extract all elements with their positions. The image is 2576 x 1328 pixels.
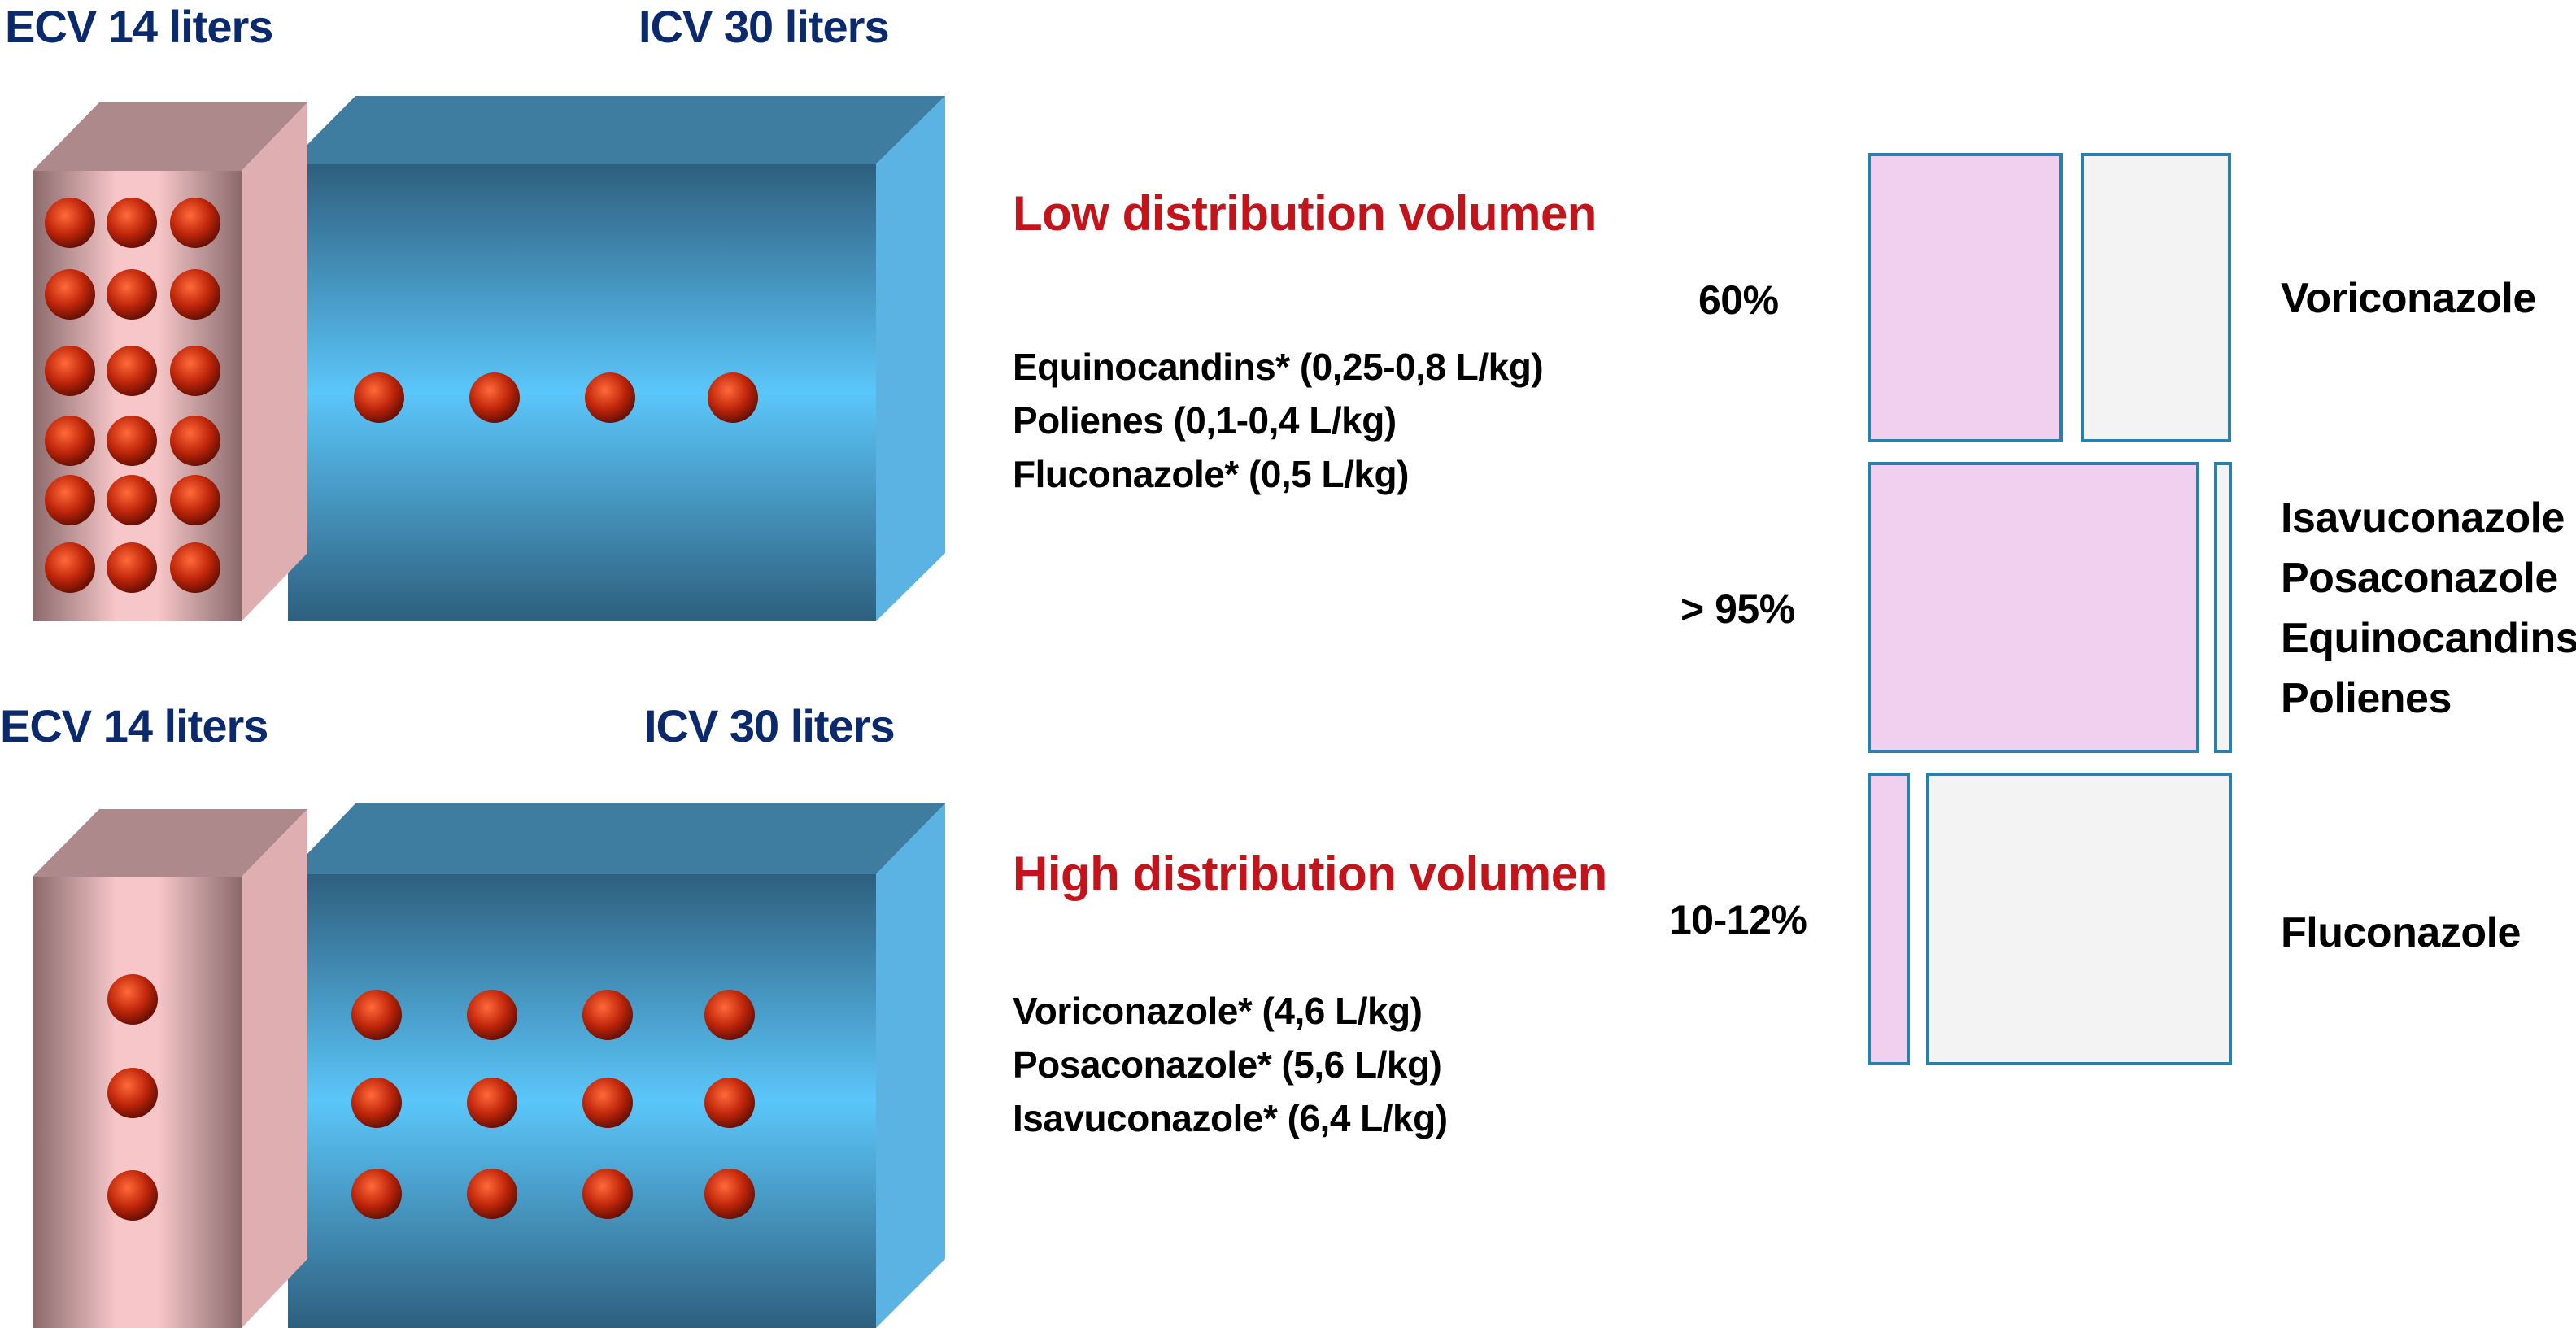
drug-line: Polienes (0,1-0,4 L/kg) xyxy=(1013,399,1397,442)
icv-right-face xyxy=(876,96,945,621)
icv-label-top: ICV 30 liters xyxy=(639,1,890,52)
ecv-top-face xyxy=(33,809,307,877)
ecv-top-particles xyxy=(45,198,220,593)
high-volume-drug-list: Voriconazole* (4,6 L/kg) Posaconazole* (… xyxy=(1013,984,1448,1145)
low-volume-drug-list: Equinocandins* (0,25-0,8 L/kg) Polienes … xyxy=(1013,340,1544,501)
bound-fraction-bar xyxy=(1868,773,1910,1065)
binding-drugs-10: Fluconazole xyxy=(2281,903,2521,963)
drug-name: Isavuconazole xyxy=(2281,494,2565,542)
free-fraction-bar xyxy=(1926,773,2232,1065)
ecv-label-bottom: ECV 14 liters xyxy=(0,700,268,751)
icv-bottom-particles xyxy=(351,990,755,1219)
drug-name: Fluconazole xyxy=(2281,909,2521,956)
binding-percent-voriconazole: 60% xyxy=(1698,277,1779,323)
icv-label-bottom: ICV 30 liters xyxy=(644,700,896,751)
drug-line: Posaconazole* (5,6 L/kg) xyxy=(1013,1043,1442,1086)
ecv-top-face xyxy=(33,102,307,171)
drug-name: Polienes xyxy=(2281,675,2452,722)
ecv-bottom-particles xyxy=(107,974,158,1221)
binding-drugs-60: Voriconazole xyxy=(2281,268,2536,329)
ecv-right-face xyxy=(242,102,307,621)
compartment-model-top xyxy=(33,96,945,621)
icv-top-face xyxy=(288,803,945,874)
icv-top-face xyxy=(288,96,945,164)
free-fraction-bar xyxy=(2214,462,2232,753)
free-fraction-bar xyxy=(2081,153,2231,442)
drug-line: Isavuconazole* (6,4 L/kg) xyxy=(1013,1097,1448,1139)
drug-name: Voriconazole xyxy=(2281,275,2536,322)
section-title-high: High distribution volumen xyxy=(1013,847,1607,901)
drug-line: Voriconazole* (4,6 L/kg) xyxy=(1013,990,1423,1032)
ecv-label-top: ECV 14 liters xyxy=(5,1,273,52)
drug-line: Fluconazole* (0,5 L/kg) xyxy=(1013,453,1409,495)
compartment-model-bottom xyxy=(33,803,945,1328)
icv-top-particles xyxy=(354,372,758,423)
binding-percent-fluconazole: 10-12% xyxy=(1669,897,1807,943)
icv-right-face xyxy=(876,803,945,1328)
bound-fraction-bar xyxy=(1868,462,2199,753)
section-title-low: Low distribution volumen xyxy=(1013,186,1597,241)
binding-drugs-95: Isavuconazole Posaconazole Equinocandins… xyxy=(2281,488,2576,729)
ecv-right-face xyxy=(242,809,307,1328)
bound-fraction-bar xyxy=(1868,153,2063,442)
drug-name: Posaconazole xyxy=(2281,555,2558,602)
drug-name: Equinocandins xyxy=(2281,615,2576,662)
drug-line: Equinocandins* (0,25-0,8 L/kg) xyxy=(1013,346,1544,388)
binding-percent-high: > 95% xyxy=(1680,586,1795,632)
